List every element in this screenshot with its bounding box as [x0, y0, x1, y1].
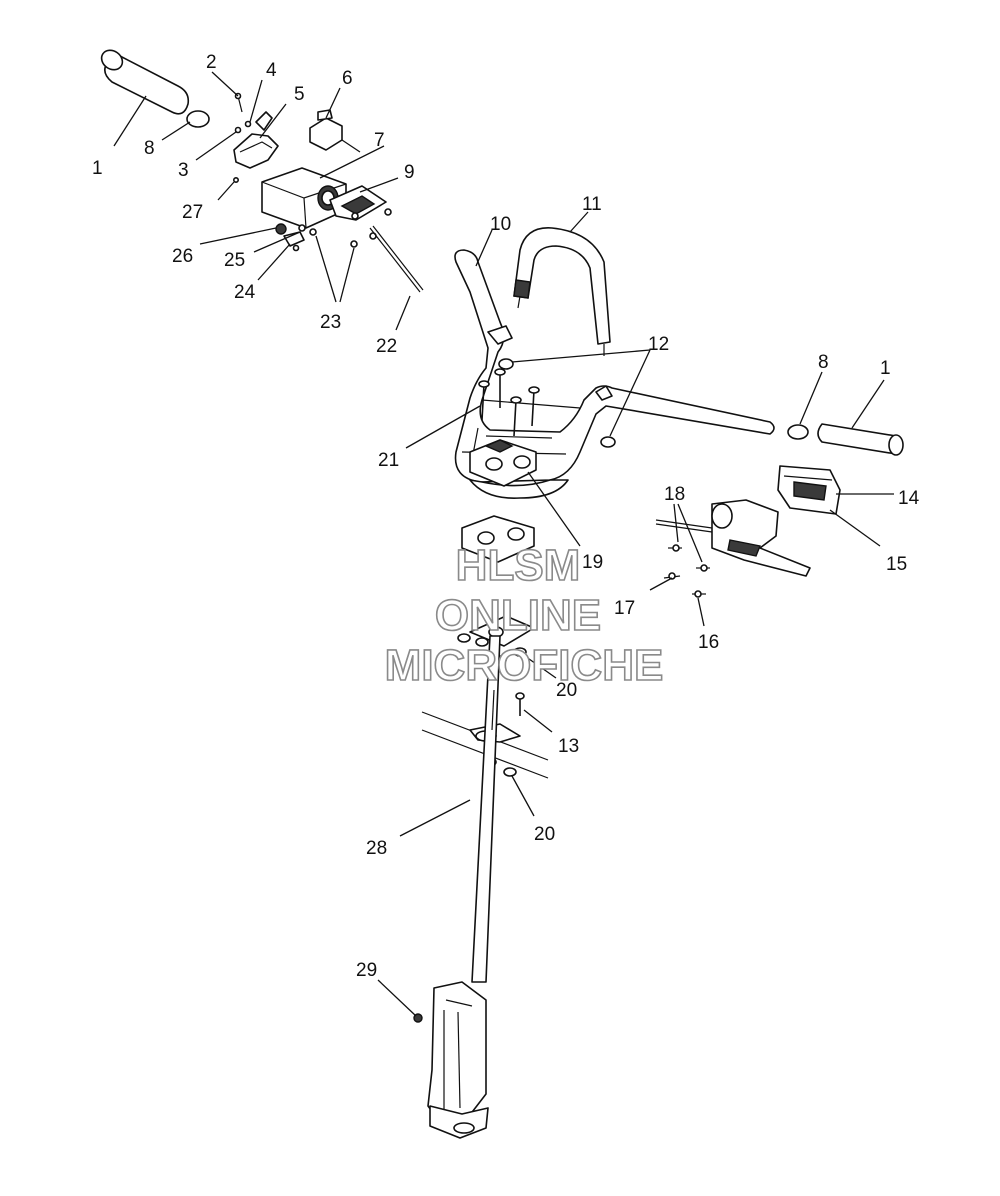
callout-18: 18 — [664, 484, 685, 505]
brake-lever-assembly — [655, 499, 811, 577]
callout-20-upper: 20 — [556, 680, 577, 701]
callout-8-left: 8 — [144, 138, 155, 159]
housing-cover — [329, 185, 387, 221]
callout-23: 23 — [320, 312, 341, 333]
steering-post — [471, 635, 501, 983]
callout-10: 10 — [490, 214, 511, 235]
callout-3: 3 — [178, 160, 189, 181]
leader-lines — [113, 71, 894, 1017]
screws-16-17-18 — [663, 544, 710, 598]
left-end-cap — [186, 110, 210, 128]
callout-1-left: 1 — [92, 158, 103, 179]
callout-7: 7 — [374, 130, 385, 151]
washer-3 — [234, 126, 242, 134]
watermark-line-1: HLSM — [456, 541, 581, 590]
watermark: HLSM ONLINE MICROFICHE — [384, 540, 664, 691]
lower-clamp — [461, 515, 535, 563]
callout-17: 17 — [614, 598, 635, 619]
callout-8-right: 8 — [818, 352, 829, 373]
nuts-12 — [498, 358, 616, 448]
handlebar-pad — [513, 227, 611, 356]
washer-4 — [244, 120, 252, 128]
right-grip — [817, 423, 904, 456]
left-grip — [100, 49, 190, 115]
callout-16: 16 — [698, 632, 719, 653]
throttle-lever — [233, 111, 279, 169]
callout-6: 6 — [342, 68, 353, 89]
nut-20b — [503, 767, 517, 777]
clamp-bolts-21 — [478, 368, 540, 437]
washer-25 — [298, 224, 306, 232]
callout-21: 21 — [378, 450, 399, 471]
watermark-line-2: ONLINE — [435, 591, 601, 640]
callout-5: 5 — [294, 84, 305, 105]
callout-15: 15 — [886, 554, 907, 575]
screw-27 — [233, 177, 240, 184]
switch-housing — [777, 465, 841, 515]
callout-13: 13 — [558, 736, 579, 757]
callout-9: 9 — [404, 162, 415, 183]
callout-2: 2 — [206, 52, 217, 73]
callout-28: 28 — [366, 838, 387, 859]
callout-12: 12 — [648, 334, 669, 355]
callout-25: 25 — [224, 250, 245, 271]
callout-labels: 1 2 3 4 5 6 7 8 9 10 11 12 8 1 27 26 25 … — [92, 52, 920, 981]
callout-1-right: 1 — [880, 358, 891, 379]
callout-14: 14 — [898, 488, 920, 509]
throttle-cable — [369, 225, 424, 293]
watermark-line-3: MICROFICHE — [385, 641, 664, 690]
callout-27: 27 — [182, 202, 203, 223]
bracket-24 — [283, 231, 305, 252]
upper-clamp — [469, 439, 537, 487]
callout-22: 22 — [376, 336, 397, 357]
kill-switch — [309, 109, 361, 153]
callout-11: 11 — [582, 194, 602, 215]
callout-24: 24 — [234, 282, 256, 303]
nut-26 — [275, 223, 287, 235]
right-end-cap — [787, 424, 809, 440]
callout-20-lower: 20 — [534, 824, 555, 845]
callout-4: 4 — [266, 60, 277, 81]
screw-2 — [234, 92, 243, 113]
callout-29: 29 — [356, 960, 377, 981]
callout-19: 19 — [582, 552, 603, 573]
callout-26: 26 — [172, 246, 193, 267]
post-lower-block — [427, 981, 489, 1139]
